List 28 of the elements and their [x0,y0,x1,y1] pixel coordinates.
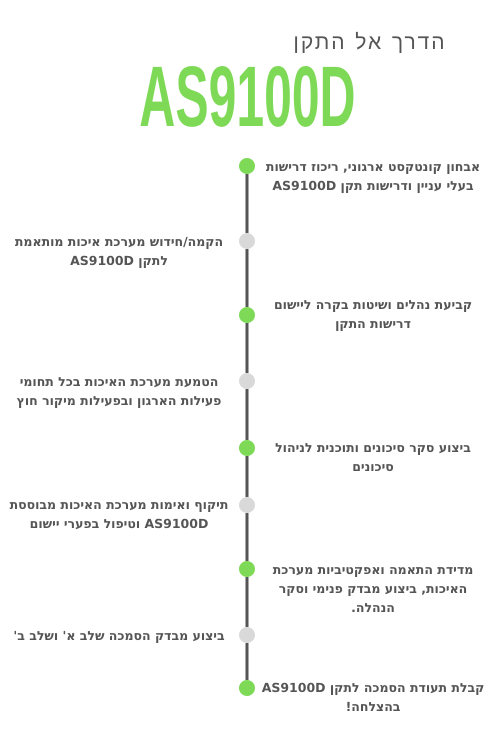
timeline-dot [239,158,255,174]
step-text: הקמה/חידוש מערכת איכות מותאמת לתקן AS9100D [14,233,224,270]
timeline-line [246,249,248,307]
timeline-dot [239,497,255,513]
timeline-line [246,513,248,561]
step-text: קבלת תעודת הסמכה לתקן AS9100D בהצלחה! [260,679,486,716]
step-text: אבחון קונטקסט ארגוני, ריכוז דרישות בעלי עניין ודרישות תקן AS9100D [264,158,482,195]
timeline-dot [239,680,255,696]
timeline-dot [239,627,255,643]
timeline-line [246,643,248,680]
step-text: ביצוע מבדק הסמכה שלב א' ושלב ב' [12,627,226,645]
timeline-line [246,389,248,440]
timeline-line [246,174,248,233]
timeline-dot [239,561,255,577]
timeline-dot [239,233,255,249]
step-text: הטמעת מערכת האיכות בכל תחומי פעילות הארגון ובפעילות מיקור חוץ [16,373,222,410]
heading: AS9100D [139,52,356,142]
step-text: קביעת נהלים ושיטות בקרה ליישום דרישות התקן [272,296,474,333]
timeline-dot [239,373,255,389]
timeline-line [246,577,248,627]
timeline-line [246,323,248,373]
step-text: מדידת התאמה ואפקטיביות מערכת האיכות, ביצוע מבדק פנימי וסקר הנהלה. [272,561,474,617]
step-text: תיקוף ואימות מערכת האיכות מבוססת AS9100D וטיפול בפערי יישום [8,496,230,533]
step-text: ביצוע סקר סיכונים ותוכנית לניהול סיכונים [274,439,472,476]
timeline-line [246,456,248,497]
timeline-dot [239,440,255,456]
timeline-dot [239,307,255,323]
subtitle: הדרך אל התקן [292,30,448,55]
